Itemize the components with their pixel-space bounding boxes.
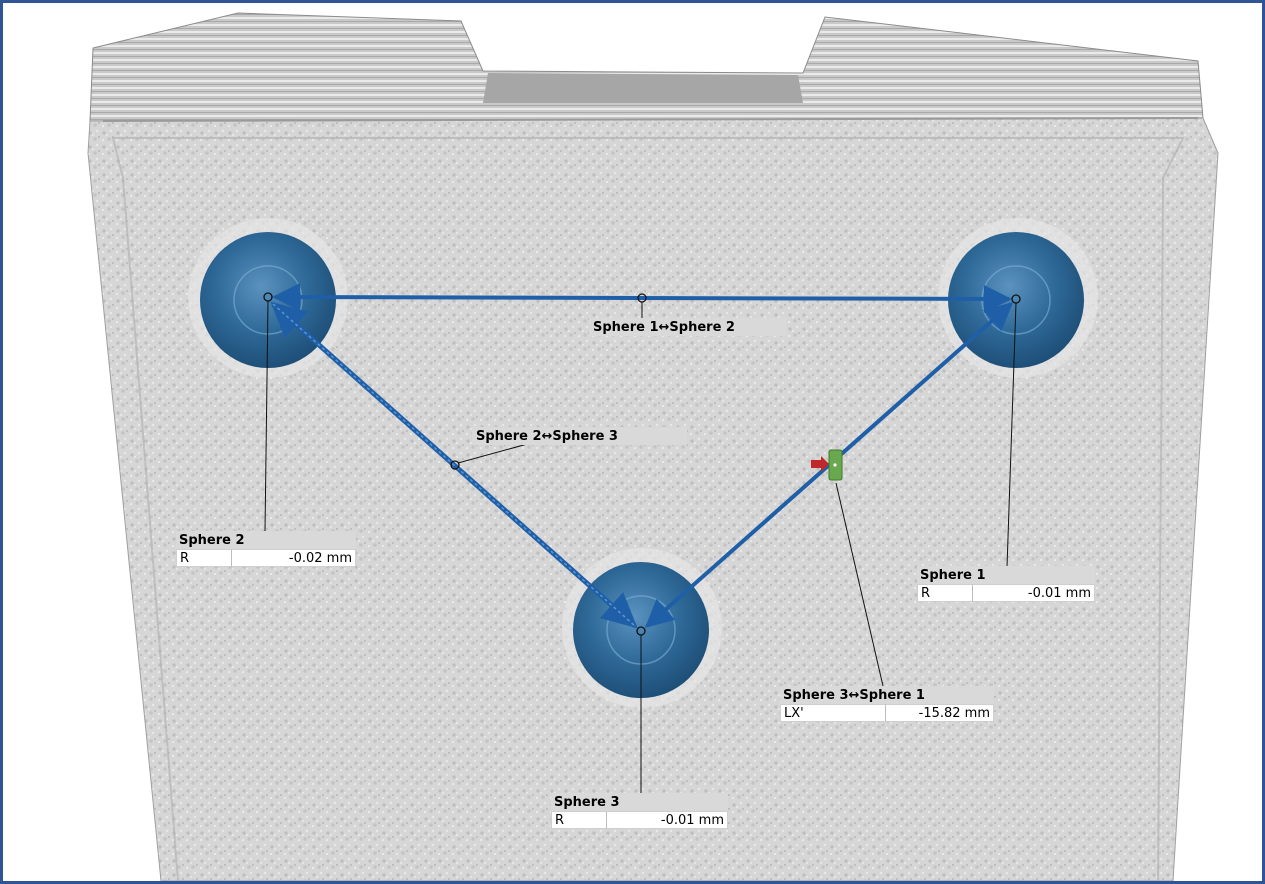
measurement-value: -0.01 mm [607,811,728,829]
measurement-value: -15.82 mm [886,704,994,722]
measurement-value: -0.02 mm [232,549,356,567]
measurement-sphere3[interactable]: Sphere 3 R -0.01 mm [551,793,728,829]
measurement-sphere3-sphere1[interactable]: Sphere 3↔Sphere 1 LX' -15.82 mm [780,686,994,722]
measurement-sphere2[interactable]: Sphere 2 R -0.02 mm [176,531,356,567]
measurement-title: Sphere 1 [917,566,1095,584]
measurement-key: R [176,549,232,567]
measurement-title: Sphere 2 [176,531,356,549]
leader-lines [264,300,1017,795]
sphere-center-points [263,292,1021,636]
measurement-key: LX' [780,704,886,722]
tolerance-marker-icon[interactable] [811,449,843,481]
measurement-sphere1[interactable]: Sphere 1 R -0.01 mm [917,566,1095,602]
measurement-key: R [917,584,973,602]
measurement-title: Sphere 3↔Sphere 1 [780,686,994,704]
measurement-title: Sphere 3 [551,793,728,811]
measurement-value: -0.01 mm [973,584,1095,602]
scanned-part [87,12,1219,881]
sphere-2-shape[interactable] [200,232,336,368]
label-sphere1-sphere2[interactable]: Sphere 1↔Sphere 2 [589,318,786,336]
label-sphere2-sphere3[interactable]: Sphere 2↔Sphere 3 [472,427,687,445]
measurement-key: R [551,811,607,829]
